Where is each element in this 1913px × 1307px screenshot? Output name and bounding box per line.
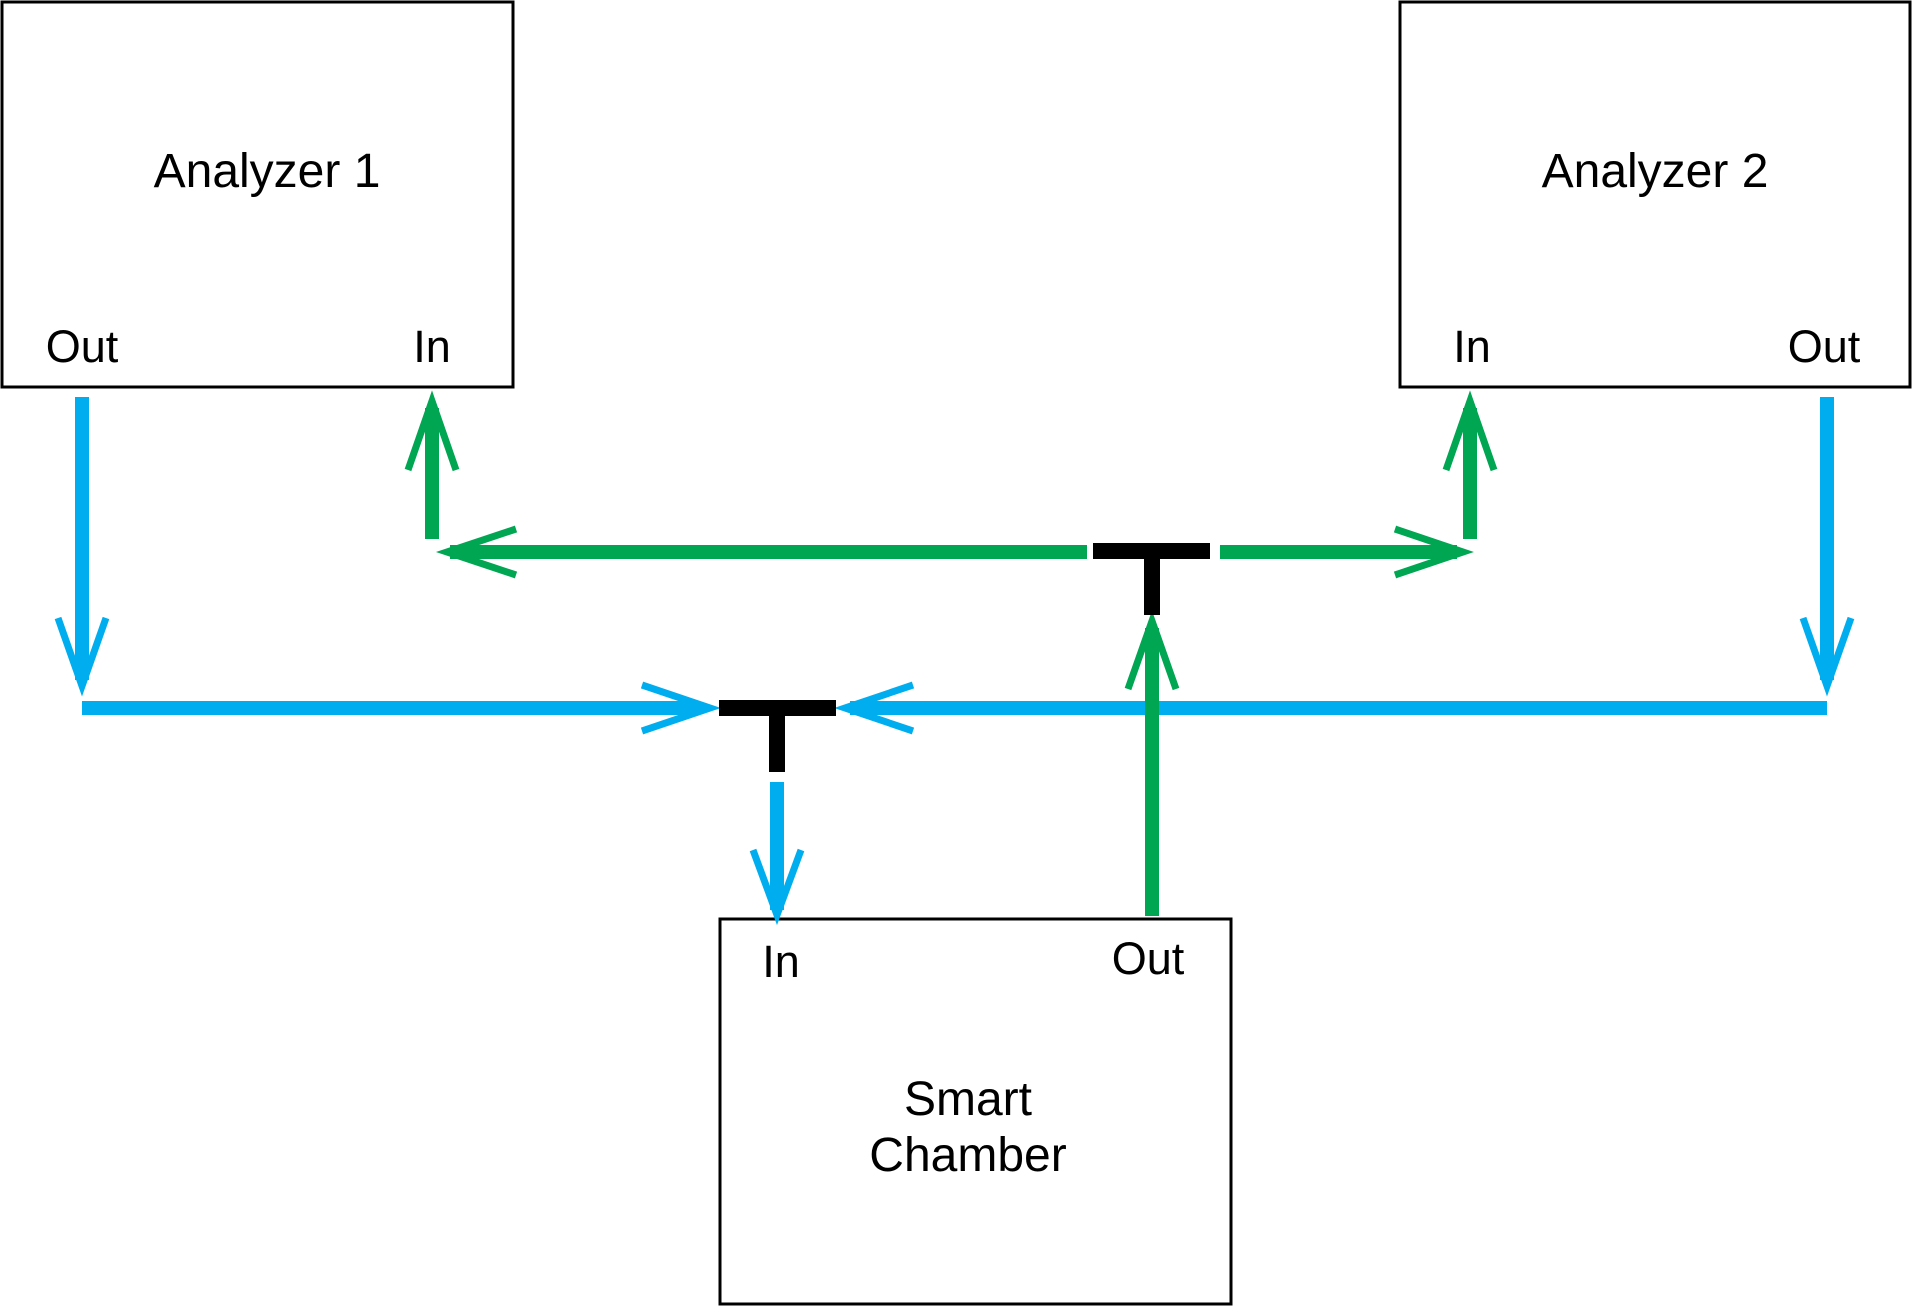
analyzer-2-in-arrowhead xyxy=(1442,390,1498,472)
green-flow xyxy=(404,390,1498,916)
smart-chamber-title-line1: Smart xyxy=(904,1073,1032,1126)
analyzer-1-out-arrowhead xyxy=(54,616,110,697)
smart-chamber-out-label: Out xyxy=(1112,933,1185,984)
analyzer-2: Analyzer 2 In Out xyxy=(1398,0,1912,389)
analyzer-2-box xyxy=(1398,0,1912,389)
analyzer-1: Analyzer 1 Out In xyxy=(0,0,515,389)
analyzer-1-box xyxy=(0,0,515,389)
green-left-arrowhead xyxy=(435,525,518,579)
analyzer-1-in-label: In xyxy=(413,321,451,372)
analyzer-2-title: Analyzer 2 xyxy=(1542,145,1769,198)
smart-chamber-box xyxy=(718,917,1233,1306)
smart-chamber-title-line2: Chamber xyxy=(869,1129,1066,1182)
analyzer-2-out-label: Out xyxy=(1788,321,1861,372)
analyzer-2-out-arrowhead xyxy=(1799,616,1855,697)
smart-chamber-in-label: In xyxy=(762,936,800,987)
smart-chamber: In Out Smart Chamber xyxy=(718,917,1233,1306)
analyzer-1-title: Analyzer 1 xyxy=(154,145,381,198)
green-right-arrowhead xyxy=(1393,525,1474,579)
analyzer-1-in-arrowhead xyxy=(404,390,460,472)
blue-tee xyxy=(719,700,836,772)
blue-left-arrowhead xyxy=(640,681,721,735)
analyzer-2-in-label: In xyxy=(1453,321,1491,372)
chamber-in-arrowhead xyxy=(749,848,805,926)
chamber-out-arrowhead xyxy=(1124,610,1180,691)
analyzer-1-out-label: Out xyxy=(46,321,119,372)
blue-right-arrowhead xyxy=(834,681,915,735)
green-tee xyxy=(1093,543,1210,615)
blue-flow xyxy=(54,397,1855,926)
